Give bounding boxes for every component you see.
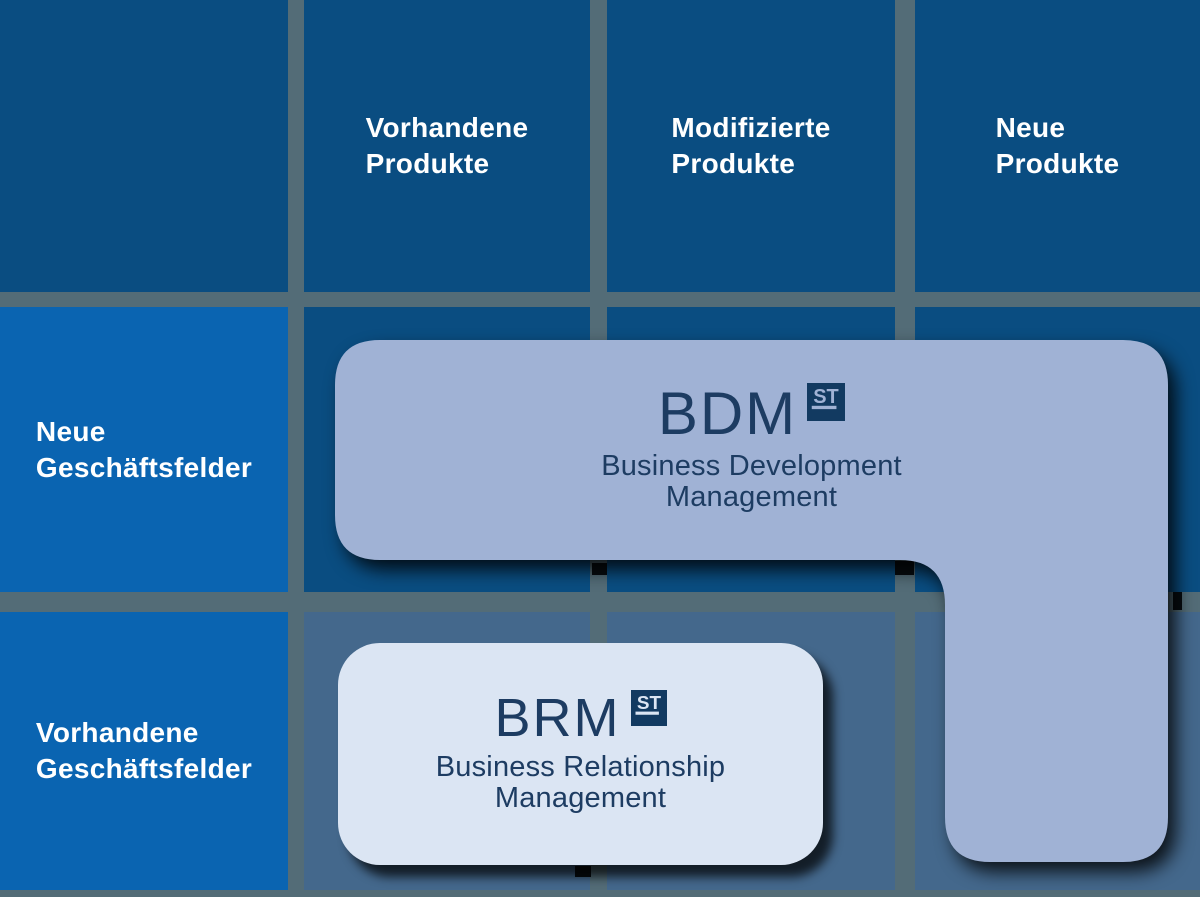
- row-header-label: Neue Geschäftsfelder: [35, 415, 253, 483]
- svg-text:ST: ST: [813, 386, 838, 408]
- bdm-title-row: BDM ST: [657, 380, 846, 447]
- st-logo-icon: ST: [807, 383, 846, 421]
- brm-block: BRM ST Business Relationship Management: [338, 643, 823, 865]
- shadow-artifact: [1173, 592, 1182, 610]
- shadow-artifact: [895, 561, 914, 575]
- column-header-cell-modifizierte-produkte: Modifizierte Produkte: [607, 0, 895, 292]
- brm-name: Business Relationship Management: [435, 751, 726, 815]
- column-header-label: Modifizierte Produkte: [671, 112, 831, 179]
- row-header-label: Vorhandene Geschäftsfelder: [35, 717, 253, 784]
- bdm-l-shape: [335, 340, 1168, 862]
- st-logo-icon: ST: [630, 689, 667, 726]
- shadow-artifact: [575, 866, 591, 877]
- bdm-name: Business Development Management: [601, 450, 902, 513]
- brm-abbr: BRM: [494, 687, 621, 748]
- row-header-cell-vorhandene-geschaeftsfelder: Vorhandene Geschäftsfelder: [0, 612, 288, 890]
- brm-title-row: BRM ST: [494, 687, 667, 748]
- column-header-label: Neue Produkte: [995, 112, 1120, 179]
- column-header-label: Vorhandene Produkte: [365, 112, 529, 179]
- shadow-artifact: [592, 563, 607, 575]
- column-header-cell-vorhandene-produkte: Vorhandene Produkte: [304, 0, 590, 292]
- bdm-block: BDM ST Business Development Management: [335, 340, 1168, 560]
- column-header-cell-neue-produkte: Neue Produkte: [915, 0, 1200, 292]
- bdm-abbr: BDM: [657, 380, 798, 447]
- svg-text:ST: ST: [636, 693, 661, 714]
- row-header-cell-neue-geschaeftsfelder: Neue Geschäftsfelder: [0, 307, 288, 592]
- matrix-cell-corner: [0, 0, 288, 292]
